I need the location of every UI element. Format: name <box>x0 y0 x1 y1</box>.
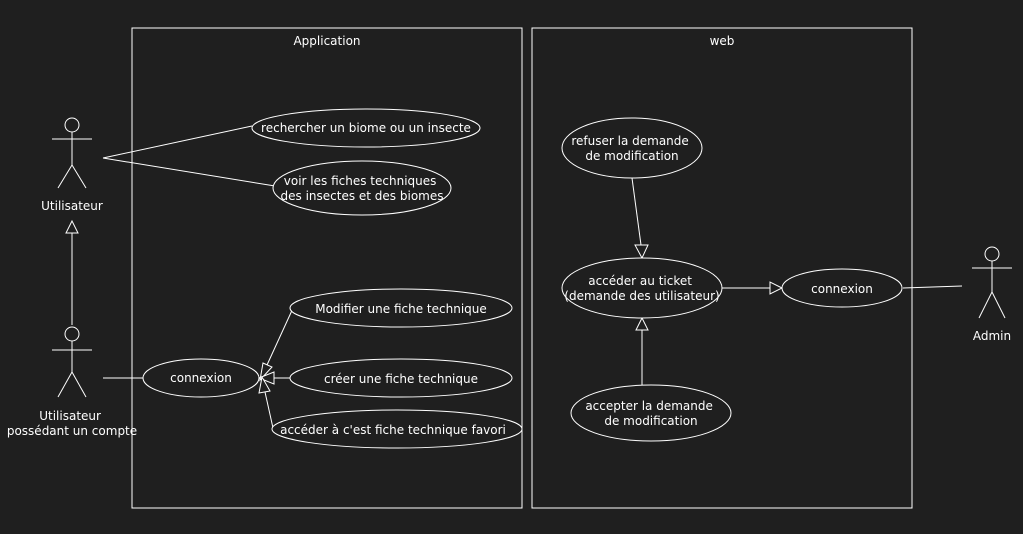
arrowhead-accepter <box>635 316 649 331</box>
actor-admin <box>972 246 1012 319</box>
relations <box>71 125 963 429</box>
actor-admin-label: Admin <box>973 329 1011 343</box>
usecase-connexion-app[interactable] <box>142 358 260 398</box>
arrowheads <box>65 219 784 394</box>
extend-favori-connexion <box>264 391 274 429</box>
actor-utilisateur <box>52 117 92 189</box>
usecase-modifier[interactable] <box>289 288 513 328</box>
usecase-ticket[interactable] <box>561 257 723 319</box>
web-boundary: web <box>531 27 913 509</box>
extend-refuser-ticket <box>631 177 642 246</box>
arrowhead-refuser <box>634 244 649 260</box>
actor-utilisateur-compte <box>52 326 92 398</box>
arrowhead-generalization-utilisateur <box>65 219 79 234</box>
application-boundary-title: Application <box>293 34 360 48</box>
usecase-connexion-web[interactable] <box>781 268 903 308</box>
usecase-creer-label: créer une fiche technique <box>324 372 478 386</box>
application-boundary: Application <box>131 27 523 509</box>
usecase-modifier-label: Modifier une fiche technique <box>315 302 487 316</box>
extend-modifier-connexion <box>266 305 295 366</box>
actor-utilisateur-compte-label: Utilisateur possédant un compte <box>7 409 137 438</box>
arrowhead-modifier <box>259 362 273 382</box>
assoc-utilisateur-rechercher <box>102 125 253 159</box>
usecase-ticket-label: accéder au ticket (demande des utilisate… <box>564 274 719 303</box>
usecase-accepter-label: accepter la demande de modification <box>585 399 716 428</box>
assoc-utilisateur-voir <box>102 157 276 187</box>
assoc-admin-connexion <box>902 285 963 289</box>
usecase-accepter[interactable] <box>570 384 732 442</box>
usecase-favori-label: accéder à c'est fiche technique favori <box>280 423 506 437</box>
usecase-refuser-label: refuser la demande de modification <box>571 134 692 163</box>
usecase-voir-label: voir les fiches techniques des insectes … <box>281 174 444 203</box>
arrowhead-creer <box>257 371 275 385</box>
usecase-shapes <box>142 108 903 449</box>
usecase-refuser[interactable] <box>561 117 703 179</box>
usecase-creer[interactable] <box>289 358 513 398</box>
usecase-favori[interactable] <box>271 409 523 449</box>
usecase-rechercher-label: rechercher un biome ou un insecte <box>261 121 471 135</box>
web-boundary-title: web <box>710 34 735 48</box>
usecase-connexion-app-label: connexion <box>170 371 232 385</box>
arrowhead-connexion-web <box>769 281 784 295</box>
usecase-connexion-web-label: connexion <box>811 282 873 296</box>
actor-utilisateur-label: Utilisateur <box>41 199 103 213</box>
usecase-voir[interactable] <box>272 160 452 216</box>
arrowhead-favori <box>258 375 271 394</box>
usecase-rechercher[interactable] <box>251 108 481 148</box>
